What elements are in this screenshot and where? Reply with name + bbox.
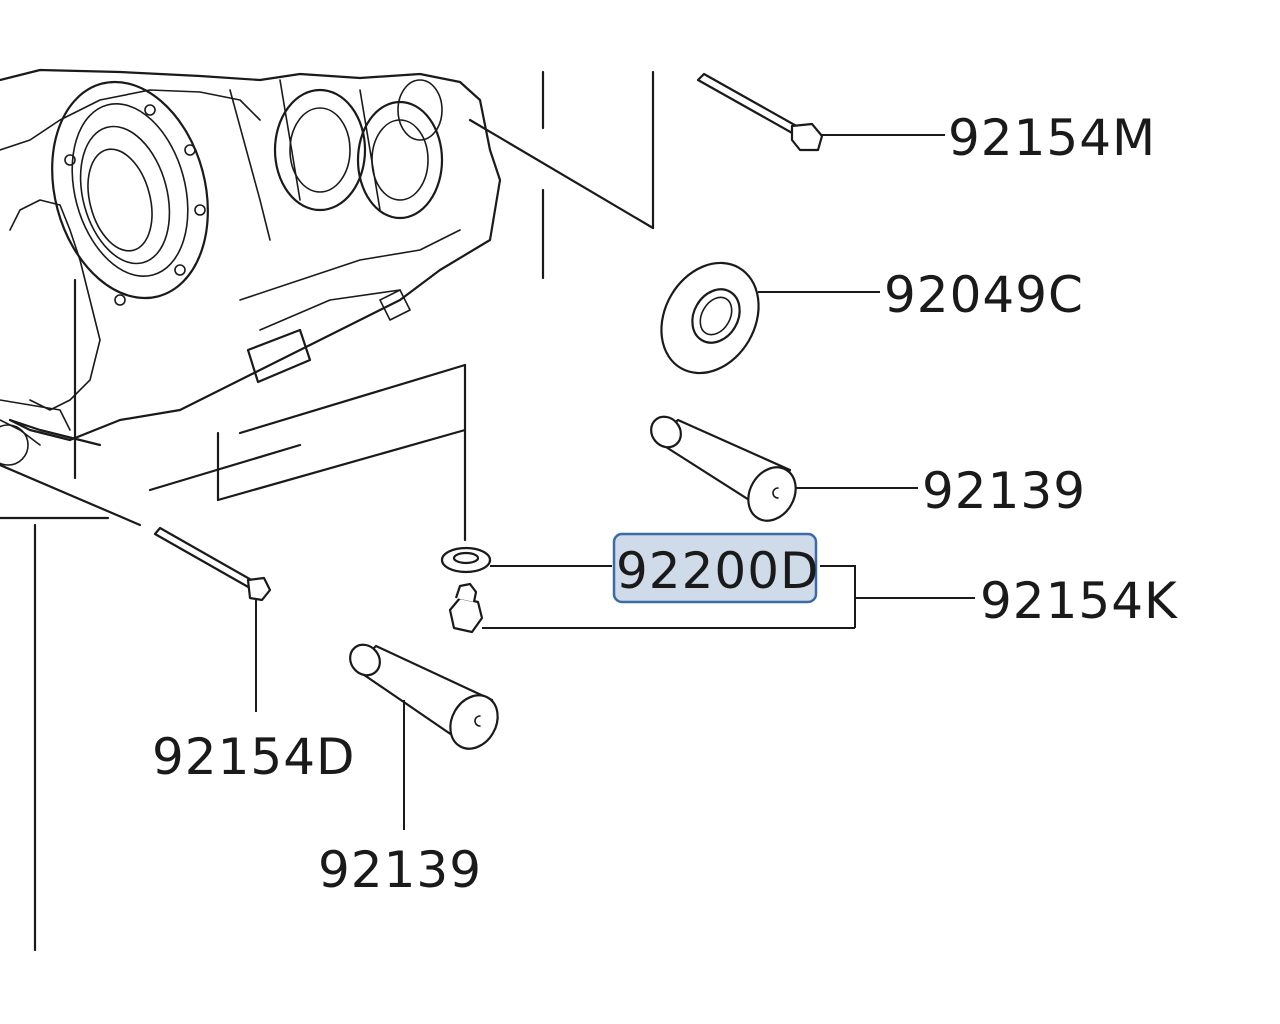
label-92200d[interactable]: 92200D — [616, 542, 820, 600]
small-washer-92200d — [440, 546, 612, 574]
crankcase-drawing — [0, 68, 502, 466]
bolt-92154m — [696, 72, 945, 152]
frame-lines — [0, 70, 655, 952]
washer-92049c — [660, 261, 880, 375]
highlight-box — [612, 532, 818, 604]
dowel-pin-92139-lower — [349, 643, 499, 830]
label-92049c[interactable]: 92049C — [884, 266, 1084, 324]
label-92154m[interactable]: 92154M — [948, 109, 1156, 167]
label-92139-lower[interactable]: 92139 — [318, 841, 482, 899]
label-92154d[interactable]: 92154D — [152, 728, 356, 786]
part-labels: 92154M 92049C 92139 92200D 92154K 92154D… — [152, 109, 1178, 899]
stud-92154d — [153, 526, 272, 712]
label-92154k[interactable]: 92154K — [980, 572, 1178, 630]
dowel-pin-92139-upper — [650, 415, 918, 522]
small-bolt-92154k — [448, 565, 975, 634]
label-92139-upper[interactable]: 92139 — [922, 462, 1086, 520]
